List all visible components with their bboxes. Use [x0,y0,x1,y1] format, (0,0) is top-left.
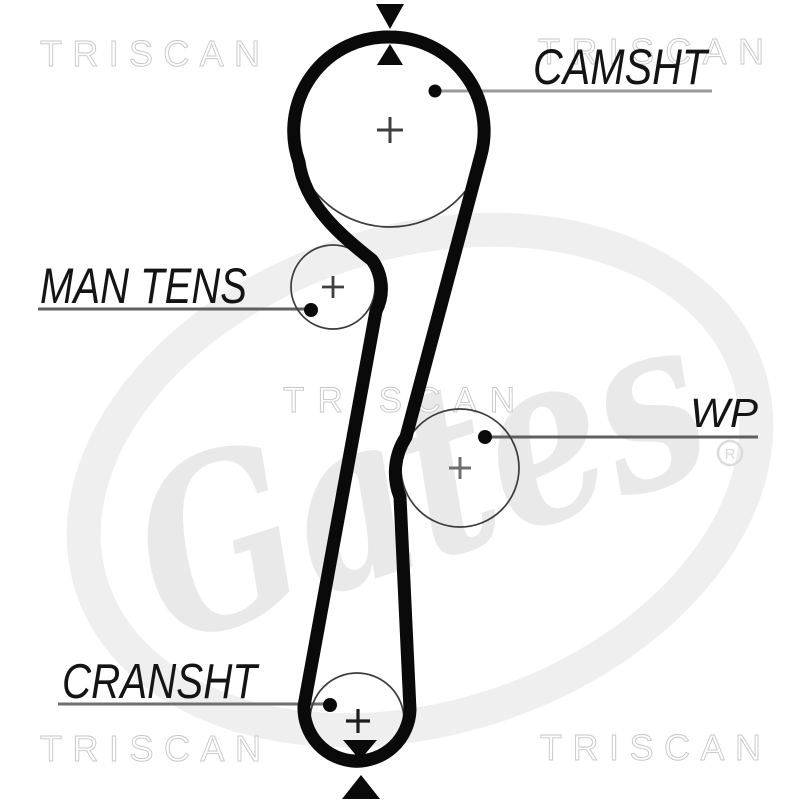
camshaft-center-mark [377,117,403,143]
leader-dot-crankshaft [323,698,337,712]
timing-mark-camshaft-outer-icon [376,4,404,29]
label-manual-tensioner: MAN TENS [40,258,247,314]
registered-mark-r: R [725,446,736,463]
timing-mark-camshaft-inner-icon [377,44,403,65]
watermark-triscan-bottom-right: TRISCAN [540,727,763,768]
timing-mark-crankshaft-inner-icon [343,740,377,760]
timing-belt [287,30,491,768]
label-water-pump: WP [690,390,759,436]
labels: CAMSHT MAN TENS WP CRANSHT [40,39,759,709]
watermark-triscan-top-left: TRISCAN [40,33,262,74]
triscan-watermarks: TRISCAN TRISCAN TRISCAN TRISCAN TRISCAN [40,31,766,770]
timing-mark-crankshaft-outer-icon [342,775,380,799]
label-crankshaft: CRANSHT [62,655,260,709]
gates-oval-swash [66,212,774,748]
leader-dot-camshaft [428,84,442,98]
tensioner-center-mark [322,276,344,298]
center-marks [322,117,471,733]
leader-dot-water-pump [478,430,492,444]
watermark-triscan-bottom-left: TRISCAN [40,728,263,769]
watermark-triscan-center: TRISCAN [283,381,517,420]
watermark-triscan-top-right: TRISCAN [538,31,766,72]
label-camshaft: CAMSHT [533,39,710,95]
leader-dot-tensioner [304,303,318,317]
water-pump-center-mark [449,457,471,479]
crankshaft-center-mark [346,709,370,733]
timing-marks [342,4,404,799]
registered-mark-circle [716,439,744,467]
